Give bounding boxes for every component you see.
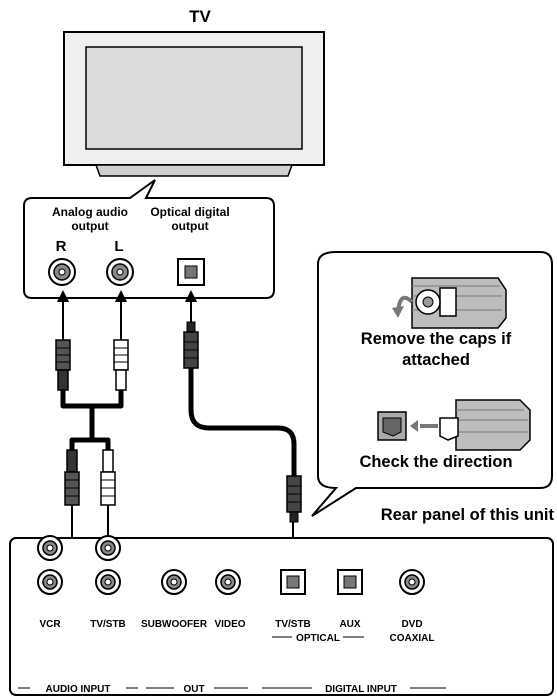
rca-plug-l-top [113,339,129,391]
jack-label-vcr: VCR [39,619,61,630]
tv-output-callout [23,179,275,299]
rca-plug-r-bottom [64,449,80,506]
group-brackets [18,636,446,689]
optical-plug-bottom [286,475,302,523]
rca-jack-tvstb-upper [95,535,121,561]
tv-optical-jack [177,258,205,286]
optical-jack-aux [337,569,363,595]
remove-caps-line-1: Remove the caps if [361,330,512,348]
left-channel-label: L [114,238,123,255]
rca-jack-vcr [37,569,63,595]
optical-direction-illustration [377,399,531,451]
right-channel-label: R [56,238,67,255]
rca-plug-r-top [55,339,71,391]
group-label-audio-input: AUDIO INPUT [46,684,111,695]
rca-jack-tvstb [95,569,121,595]
jack-label-tvstb: TV/STB [90,619,126,630]
group-label-out: OUT [183,684,204,695]
group-label-optical: OPTICAL [296,633,340,644]
jack-label-optical-tvstb: TV/STB [275,619,311,630]
optical-cap-illustration [392,277,507,329]
remove-caps-line-2: attached [402,351,470,369]
jack-label-subwoofer: SUBWOOFER [141,619,208,630]
tv-illustration [63,31,325,177]
rca-jack-vcr-upper [37,535,63,561]
jack-label-coaxial: COAXIAL [390,633,435,644]
optical-jack-tvstb [280,569,306,595]
jack-label-video: VIDEO [214,619,245,630]
analog-output-heading-1: Analog audio [52,205,128,219]
analog-output-heading-2: output [71,219,108,233]
tv-rca-jack-l [106,258,134,286]
rear-panel [9,537,554,696]
check-direction-text: Check the direction [359,453,512,471]
optical-plug-top [183,321,199,369]
rca-jack-subwoofer [161,569,187,595]
optical-output-heading-1: Optical digital [150,205,229,219]
tv-title: TV [189,7,211,26]
group-label-digital-input: DIGITAL INPUT [325,684,397,695]
jack-label-optical-aux: AUX [339,619,360,630]
optical-output-heading-2: output [171,219,208,233]
jack-label-dvd: DVD [401,619,422,630]
rear-panel-title: Rear panel of this unit [381,506,555,524]
rca-plug-l-bottom [100,449,116,506]
tv-rca-jack-r [48,258,76,286]
rca-jack-video [215,569,241,595]
coaxial-jack-dvd [399,569,425,595]
